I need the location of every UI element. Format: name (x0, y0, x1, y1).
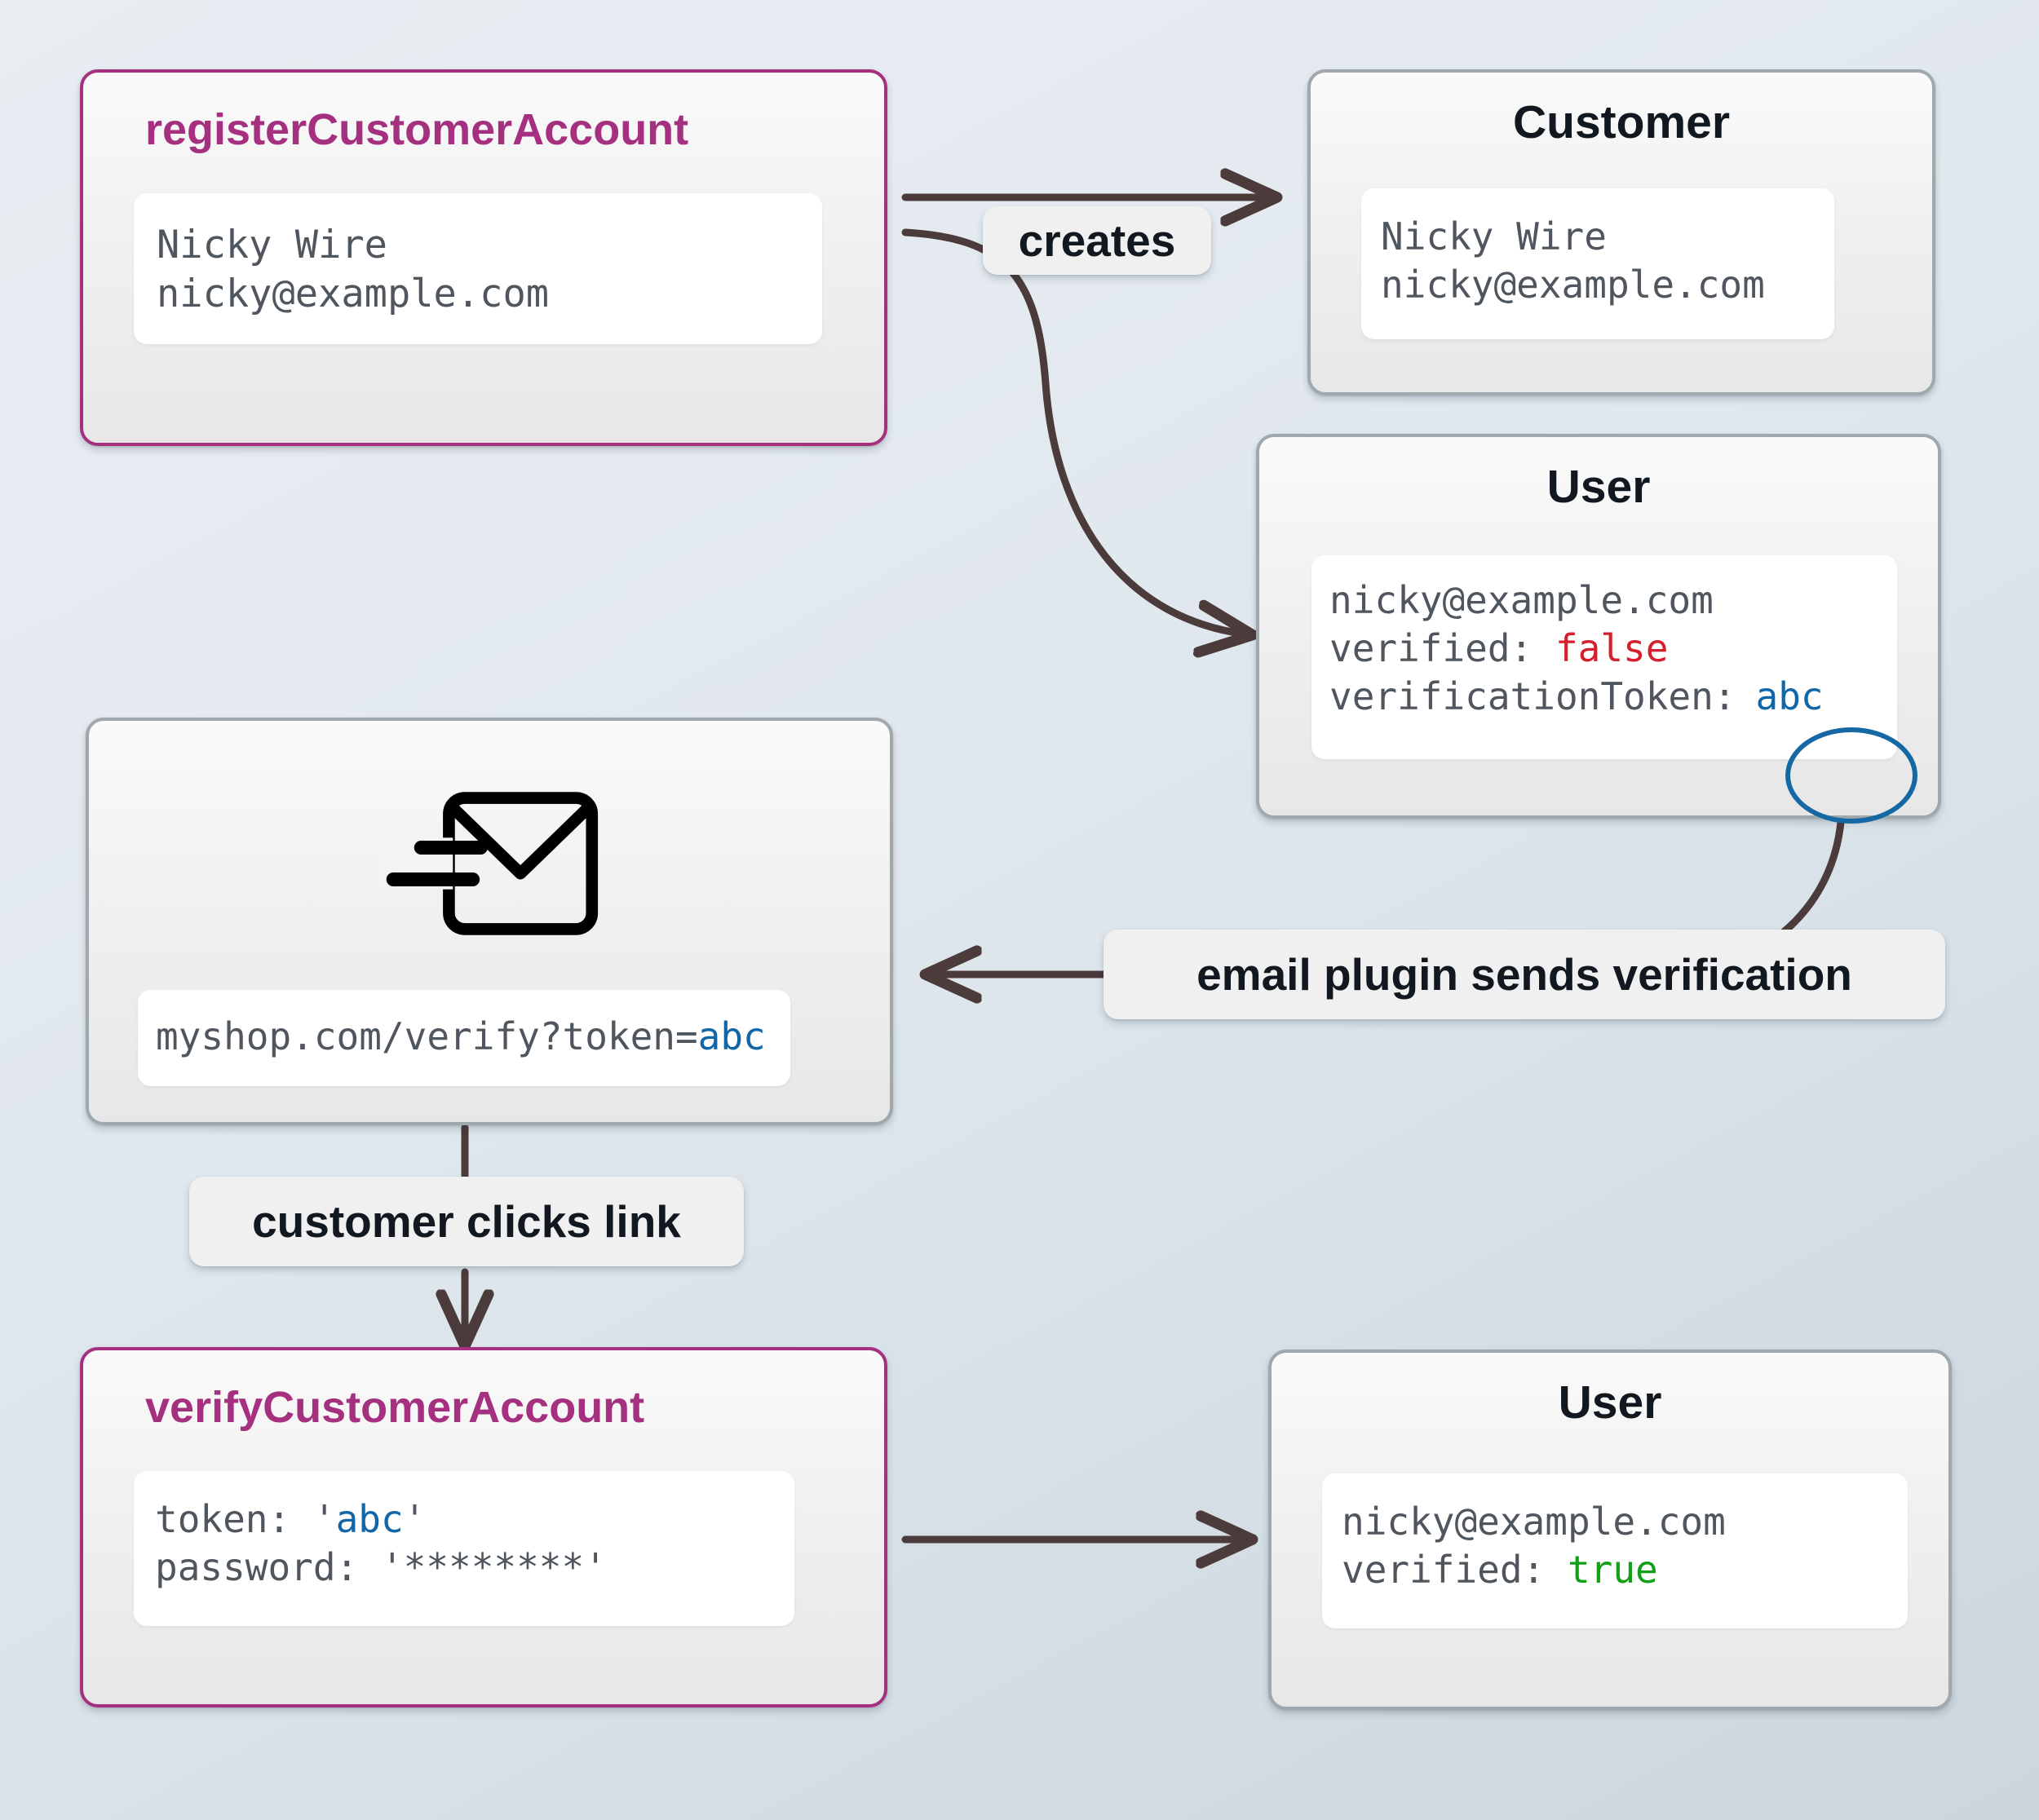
register-line-email: nicky@example.com (157, 272, 550, 317)
node-email-url-panel[interactable]: myshop.com/verify?token=abc (138, 990, 790, 1086)
customer-line-email: nicky@example.com (1381, 262, 1765, 307)
node-verify-customer-account[interactable]: verifyCustomerAccount token: 'abc' passw… (80, 1347, 887, 1707)
edge-label-email-plugin: email plugin sends verification (1104, 930, 1945, 1019)
user-unverified-line-token: verificationToken: abc (1329, 673, 1879, 721)
send-email-envelope-icon (374, 786, 611, 941)
verify-token-key: token: (155, 1497, 313, 1541)
node-verify-panel: token: 'abc' password: '********' (134, 1471, 794, 1626)
node-user-verified-title: User (1558, 1376, 1662, 1429)
user-verified-line-verified: verified: true (1342, 1546, 1888, 1594)
node-register-panel: Nicky Wire nicky@example.com (134, 193, 822, 344)
verify-line-token: token: 'abc' (155, 1495, 773, 1544)
user-unverified-token-key: verificationToken: (1329, 674, 1736, 718)
edge-label-customer-clicks-link: customer clicks link (189, 1177, 744, 1266)
user-verified-line-email: nicky@example.com (1342, 1500, 1726, 1544)
user-unverified-line-email: nicky@example.com (1329, 578, 1714, 622)
node-user-unverified-title: User (1546, 461, 1651, 513)
customer-line-name: Nicky Wire (1381, 214, 1607, 258)
user-unverified-token-value: abc (1755, 674, 1824, 718)
email-url-prefix: myshop.com/verify?token= (156, 1014, 698, 1058)
verify-token-quote-close: ' (403, 1497, 427, 1541)
node-customer-panel: Nicky Wire nicky@example.com (1361, 188, 1834, 339)
node-register-title: registerCustomerAccount (145, 105, 689, 154)
token-highlight-ellipse (1785, 727, 1917, 824)
node-user-unverified-panel: nicky@example.com verified: false verifi… (1311, 555, 1897, 759)
node-user-unverified[interactable]: User nicky@example.com verified: false v… (1256, 434, 1941, 824)
email-url-token: abc (697, 1014, 766, 1058)
register-line-name: Nicky Wire (157, 223, 387, 267)
verify-token-value: abc (335, 1497, 404, 1541)
edge-label-creates: creates (983, 206, 1211, 275)
user-verified-verified-key: verified: (1342, 1547, 1568, 1592)
node-verify-title: verifyCustomerAccount (145, 1383, 645, 1432)
user-unverified-verified-key: verified: (1329, 625, 1555, 670)
edge-register-to-user (901, 228, 1248, 634)
node-user-verified[interactable]: User nicky@example.com verified: true (1268, 1350, 1952, 1710)
user-unverified-verified-value: false (1555, 625, 1669, 670)
email-url-line: myshop.com/verify?token=abc (156, 1013, 772, 1061)
node-register-customer-account[interactable]: registerCustomerAccount Nicky Wire nicky… (80, 69, 887, 446)
node-email[interactable]: myshop.com/verify?token=abc (86, 718, 893, 1125)
node-user-verified-panel: nicky@example.com verified: true (1322, 1473, 1908, 1628)
user-verified-verified-value: true (1567, 1547, 1658, 1592)
node-customer[interactable]: Customer Nicky Wire nicky@example.com (1307, 69, 1935, 395)
node-customer-title: Customer (1512, 96, 1731, 148)
verify-token-quote-open: ' (312, 1497, 336, 1541)
user-unverified-line-verified: verified: false (1329, 625, 1879, 673)
verify-line-password: password: '********' (155, 1544, 607, 1589)
